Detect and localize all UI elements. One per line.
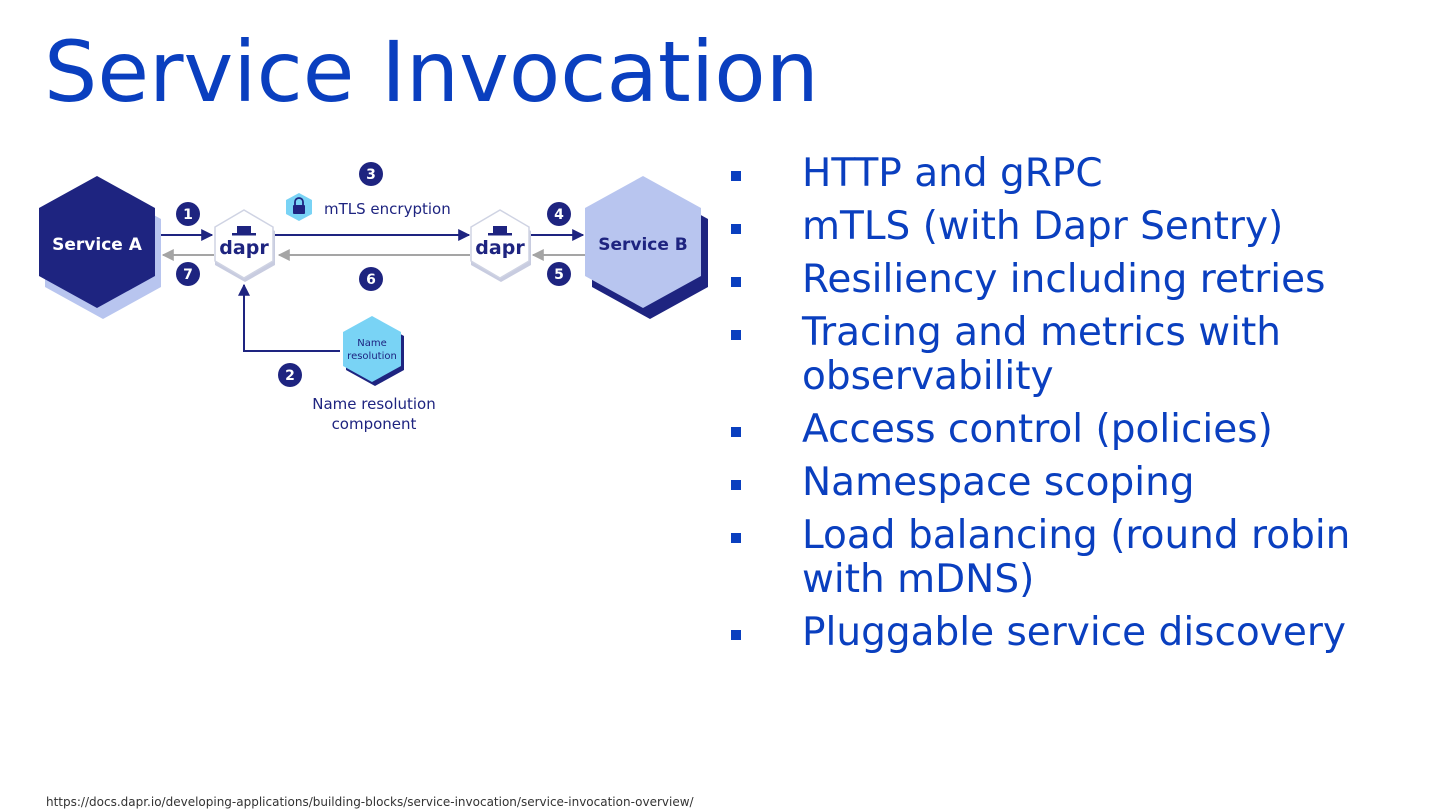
step-1-label: 1 bbox=[183, 207, 193, 223]
bullet-square-icon bbox=[731, 171, 741, 181]
step-6-label: 6 bbox=[366, 272, 376, 288]
name-resolution-hex-label-2: resolution bbox=[347, 351, 397, 362]
step-3: 3 bbox=[359, 162, 383, 186]
service-invocation-diagram: Service A Service B dapr dapr Name resol… bbox=[39, 162, 708, 433]
dapr-hat-icon bbox=[237, 226, 251, 234]
step-2: 2 bbox=[278, 363, 302, 387]
name-resolution-caption-1: Name resolution bbox=[312, 395, 436, 413]
bullet-square-icon bbox=[731, 224, 741, 234]
dapr-sidecar-left: dapr bbox=[214, 209, 275, 282]
feature-item: Resiliency including retries bbox=[726, 258, 1426, 302]
feature-item: HTTP and gRPC bbox=[726, 152, 1426, 196]
bullet-square-icon bbox=[731, 277, 741, 287]
service-b-node: Service B bbox=[585, 176, 708, 319]
name-resolution-caption-2: component bbox=[332, 415, 417, 433]
dapr-sidecar-right: dapr bbox=[470, 209, 531, 282]
service-b-label: Service B bbox=[598, 235, 688, 255]
feature-text: mTLS (with Dapr Sentry) bbox=[802, 204, 1284, 249]
step-6: 6 bbox=[359, 267, 383, 291]
feature-text: Access control (policies) bbox=[802, 407, 1273, 452]
step-5-label: 5 bbox=[554, 267, 564, 283]
lock-icon bbox=[293, 197, 305, 214]
step-4: 4 bbox=[547, 202, 571, 226]
bullet-square-icon bbox=[731, 480, 741, 490]
step-5: 5 bbox=[547, 262, 571, 286]
bullet-square-icon bbox=[731, 630, 741, 640]
dapr-logo-right: dapr bbox=[475, 237, 525, 259]
feature-list: HTTP and gRPC mTLS (with Dapr Sentry) Re… bbox=[726, 152, 1426, 664]
step-7: 7 bbox=[176, 262, 200, 286]
name-resolution-hex-label-1: Name bbox=[357, 338, 387, 349]
bullet-square-icon bbox=[731, 330, 741, 340]
step-7-label: 7 bbox=[183, 267, 193, 283]
bullet-square-icon bbox=[731, 427, 741, 437]
step-1: 1 bbox=[176, 202, 200, 226]
slide-title: Service Invocation bbox=[44, 23, 819, 121]
feature-text: Resiliency including retries bbox=[802, 257, 1326, 302]
mtls-badge: mTLS encryption bbox=[286, 193, 451, 221]
feature-text: Load balancing (round robin with mDNS) bbox=[802, 513, 1351, 602]
service-a-node: Service A bbox=[39, 176, 161, 319]
feature-item: mTLS (with Dapr Sentry) bbox=[726, 205, 1426, 249]
feature-item: Load balancing (round robin with mDNS) bbox=[726, 514, 1426, 602]
step-2-label: 2 bbox=[285, 368, 295, 384]
dapr-hat-icon bbox=[493, 226, 507, 234]
feature-item: Namespace scoping bbox=[726, 461, 1426, 505]
step-3-label: 3 bbox=[366, 167, 376, 183]
source-url: https://docs.dapr.io/developing-applicat… bbox=[46, 795, 694, 809]
mtls-label: mTLS encryption bbox=[324, 200, 451, 218]
feature-text: Tracing and metrics with observability bbox=[802, 310, 1281, 399]
service-a-label: Service A bbox=[52, 235, 143, 255]
name-resolution-node: Name resolution bbox=[343, 316, 404, 386]
step-4-label: 4 bbox=[554, 207, 564, 223]
feature-text: HTTP and gRPC bbox=[802, 151, 1103, 196]
feature-item: Access control (policies) bbox=[726, 408, 1426, 452]
dapr-logo-left: dapr bbox=[219, 237, 269, 259]
feature-text: Pluggable service discovery bbox=[802, 610, 1346, 655]
feature-text: Namespace scoping bbox=[802, 460, 1195, 505]
arrow-name-resolution bbox=[238, 283, 340, 352]
bullet-square-icon bbox=[731, 533, 741, 543]
feature-item: Pluggable service discovery bbox=[726, 611, 1426, 655]
feature-item: Tracing and metrics with observability bbox=[726, 311, 1426, 399]
